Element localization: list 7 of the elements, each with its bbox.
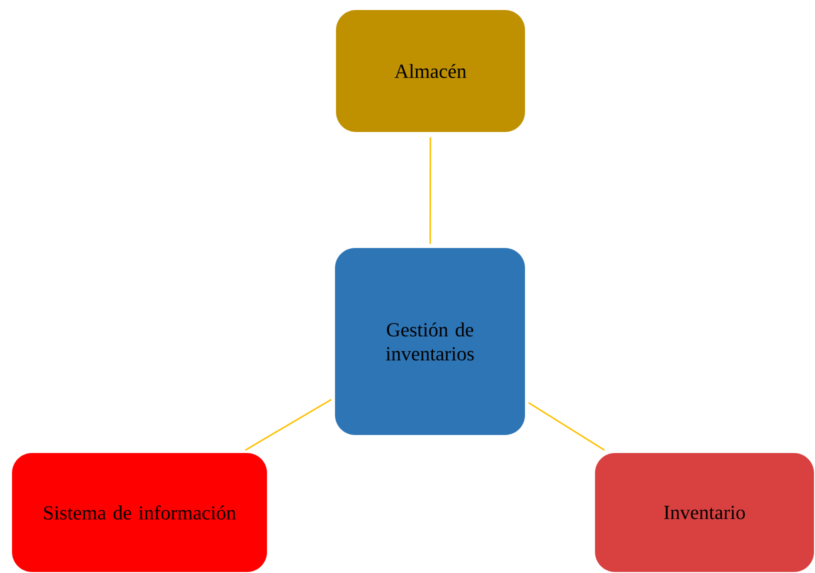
process-box: Almacén <box>336 10 525 132</box>
process-box: Inventario <box>595 453 814 572</box>
process-box: Sistema de información <box>12 453 267 572</box>
connector-line <box>429 137 432 244</box>
process-box: Gestión de inventarios <box>335 248 525 435</box>
connector-line <box>528 402 605 451</box>
connector-line <box>244 398 332 451</box>
